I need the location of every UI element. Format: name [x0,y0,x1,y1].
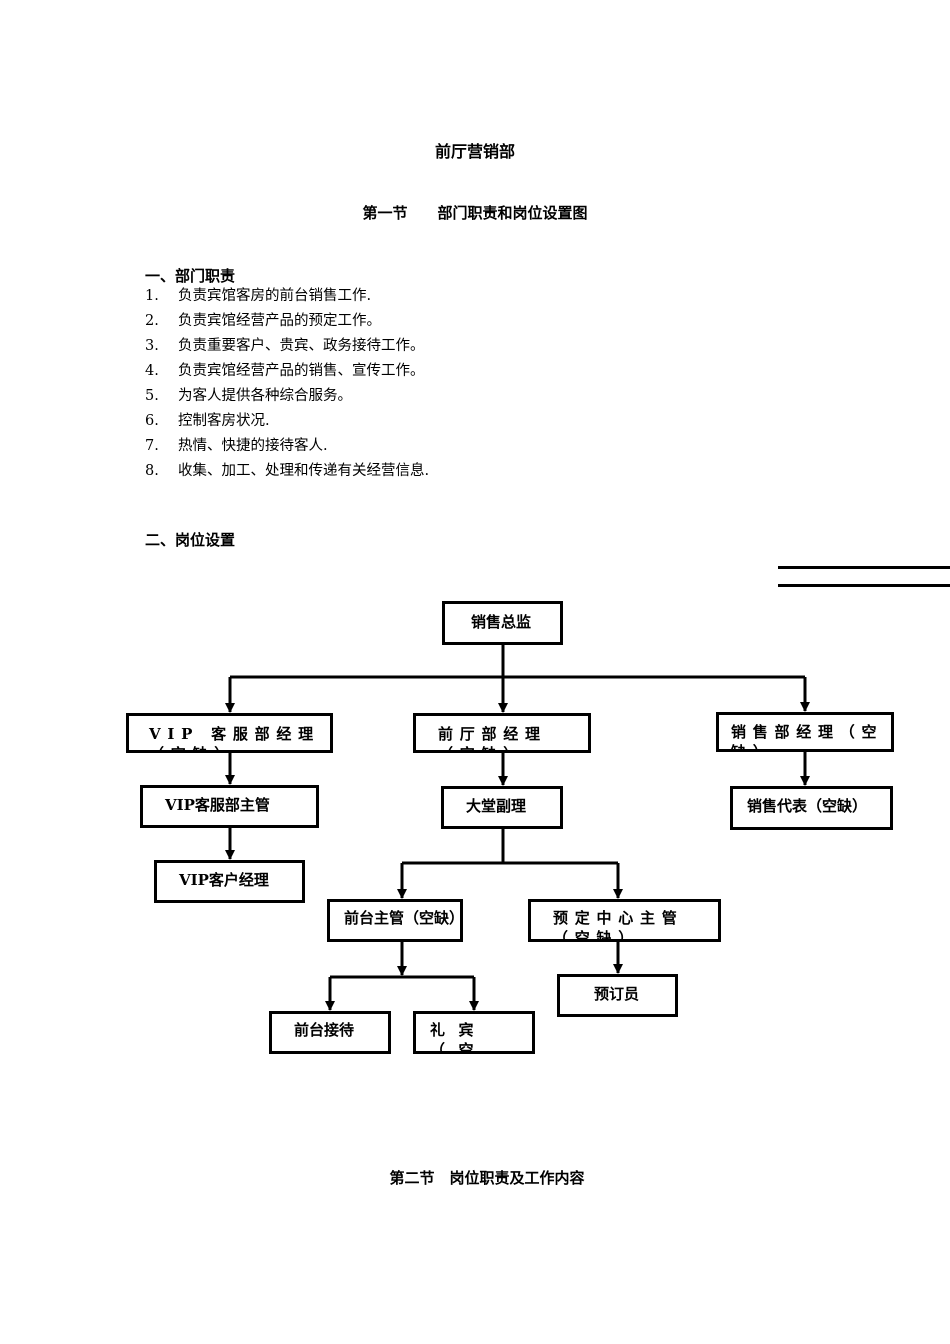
org-box-label: VIP客户经理 [179,871,269,889]
org-box-front-desk-supervisor: 前台主管（空缺） [327,899,463,942]
org-box-label: 销售代表（空缺） [747,797,868,815]
org-box-sales-manager: 销售部经理（空缺） [716,712,894,752]
duty-item-1: 1. 负责宾馆客房的前台销售工作. [145,285,371,307]
duty-number: 8. [145,463,159,479]
org-box-label: 预定中心主管（空缺） [553,909,684,942]
part2-heading: 二、岗位设置 [145,531,236,549]
decorative-rule-top [778,566,950,569]
duty-number: 4. [145,363,159,379]
org-box-label: 前厅部经理（空缺） [438,725,547,750]
duty-item-8: 8. 收集、加工、处理和传递有关经营信息. [145,460,429,482]
part1-heading: 一、部门职责 [145,267,236,285]
org-box-label: VIP 客服部经理（空缺） [149,725,320,750]
duty-text: 负责宾馆经营产品的预定工作。 [178,313,381,329]
org-box-reception: 前台接待 [269,1011,391,1054]
org-box-reservation-supervisor: 预定中心主管（空缺） [528,899,721,942]
duty-item-3: 3. 负责重要客户、贵宾、政务接待工作。 [145,335,425,357]
org-box-label: 销售总监 [471,613,532,631]
duty-number: 6. [145,413,159,429]
org-box-reservation-clerk: 预订员 [557,974,678,1017]
duty-item-5: 5. 为客人提供各种综合服务。 [145,385,352,407]
duty-text: 为客人提供各种综合服务。 [178,388,352,404]
org-box-concierge: 礼宾（空缺） [413,1011,535,1054]
duty-text: 热情、快捷的接待客人. [178,438,328,454]
duty-text: 负责宾馆客房的前台销售工作. [178,288,372,304]
document-title: 前厅营销部 [434,142,515,161]
org-box-label: 前台主管（空缺） [344,909,463,927]
org-box-vip-account-manager: VIP客户经理 [154,860,305,903]
org-box-director: 销售总监 [442,601,563,645]
duty-number: 1. [145,288,159,304]
org-box-label: 销售部经理（空缺） [731,723,884,752]
duty-text: 负责宾馆经营产品的销售、宣传工作。 [178,363,425,379]
org-box-sales-rep: 销售代表（空缺） [730,786,893,830]
section1-heading: 第一节 部门职责和岗位设置图 [362,204,588,222]
duty-item-4: 4. 负责宾馆经营产品的销售、宣传工作。 [145,360,425,382]
org-box-label: 礼宾（空缺） [430,1021,488,1054]
section2-heading: 第二节 岗位职责及工作内容 [389,1169,585,1187]
org-box-vip-supervisor: VIP客服部主管 [140,785,319,828]
org-box-lobby-assistant-manager: 大堂副理 [441,786,563,829]
duty-number: 7. [145,438,159,454]
duty-text: 负责重要客户、贵宾、政务接待工作。 [178,338,425,354]
duty-number: 5. [145,388,159,404]
duty-text: 收集、加工、处理和传递有关经营信息. [178,463,430,479]
org-box-label: 预订员 [594,985,640,1003]
decorative-rule-bottom [778,584,950,587]
duty-text: 控制客房状况. [178,413,270,429]
org-box-label: 前台接待 [294,1021,355,1039]
duty-number: 2. [145,313,159,329]
duty-item-7: 7. 热情、快捷的接待客人. [145,435,328,457]
duty-item-6: 6. 控制客房状况. [145,410,270,432]
org-box-front-office-manager: 前厅部经理（空缺） [413,713,591,753]
org-box-vip-manager: VIP 客服部经理（空缺） [126,713,333,753]
duty-item-2: 2. 负责宾馆经营产品的预定工作。 [145,310,381,332]
org-box-label: VIP客服部主管 [165,796,270,814]
duty-number: 3. [145,338,159,354]
org-box-label: 大堂副理 [466,797,527,815]
